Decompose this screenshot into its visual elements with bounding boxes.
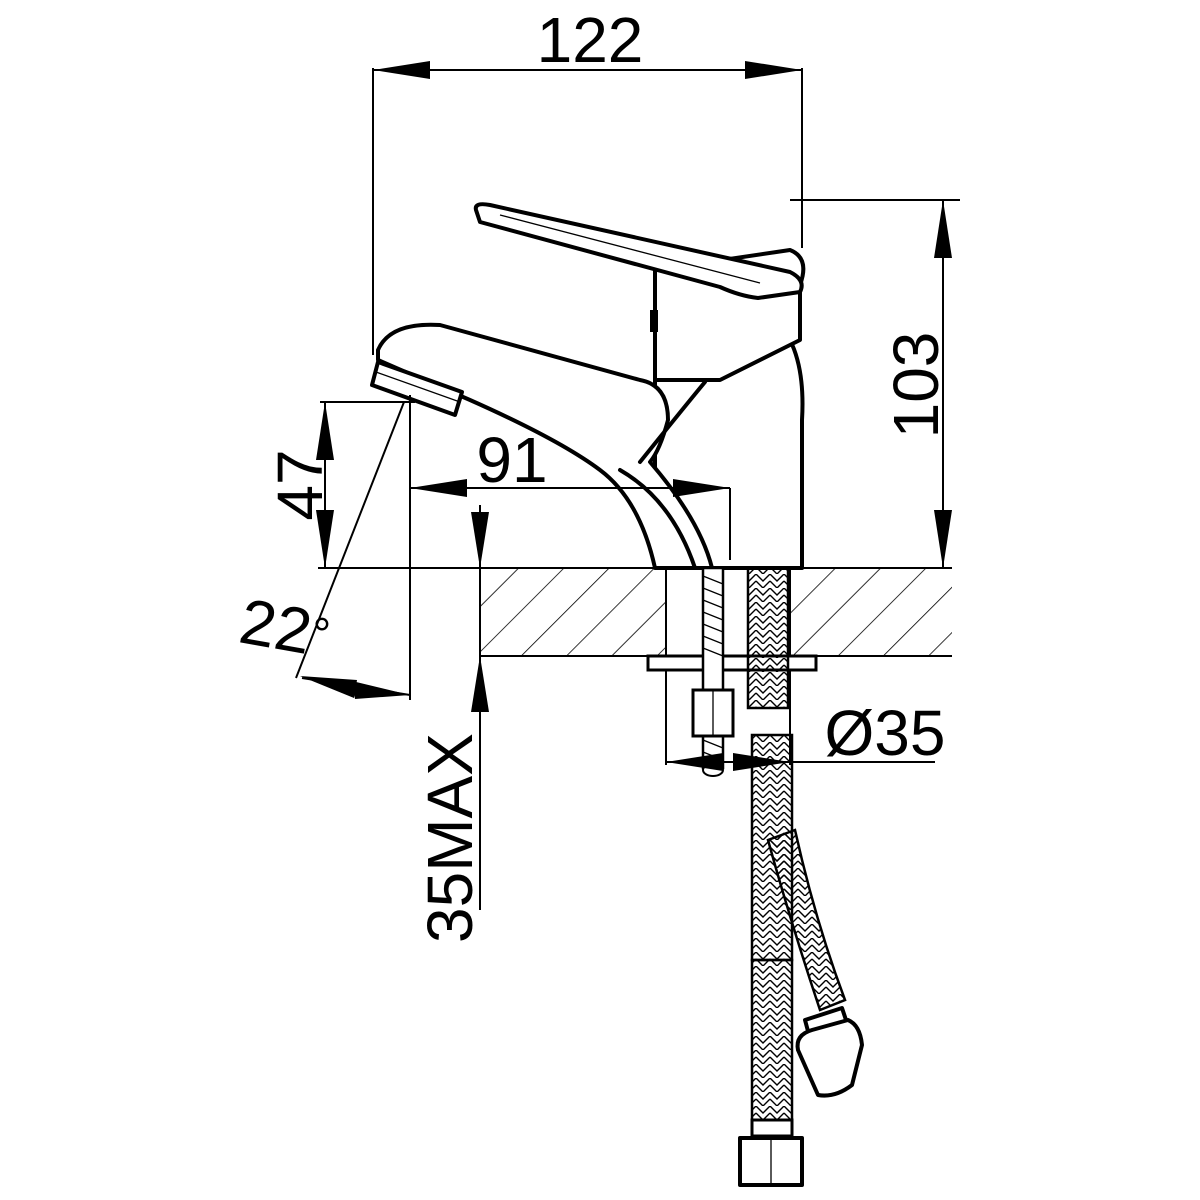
dimension-122-label: 122 (537, 4, 644, 76)
dimension-max-thickness: 35MAX (414, 505, 489, 943)
rod-thread (702, 575, 724, 657)
dimension-spout-height-47: 47 (264, 401, 415, 568)
dimension-103-label: 103 (880, 332, 952, 439)
dimension-91-label: 91 (476, 424, 547, 496)
dimension-diameter-label: Ø35 (825, 697, 946, 769)
flexible-hoses (738, 566, 864, 1187)
dimension-35max-label: 35MAX (414, 733, 486, 943)
dimension-height-103: 103 (790, 199, 960, 568)
dimension-angle-22: 22 ° (235, 401, 411, 699)
faucet-body (370, 202, 806, 570)
degree-symbol: ° (313, 608, 331, 660)
dimension-width-122: 122 (372, 4, 803, 355)
dimension-47-label: 47 (264, 449, 336, 520)
dimension-reach-91: 91 (409, 395, 731, 700)
countertop-section (318, 567, 952, 657)
dimension-diameter-35: Ø35 (665, 670, 946, 771)
dimension-22-label: 22 (235, 585, 318, 668)
